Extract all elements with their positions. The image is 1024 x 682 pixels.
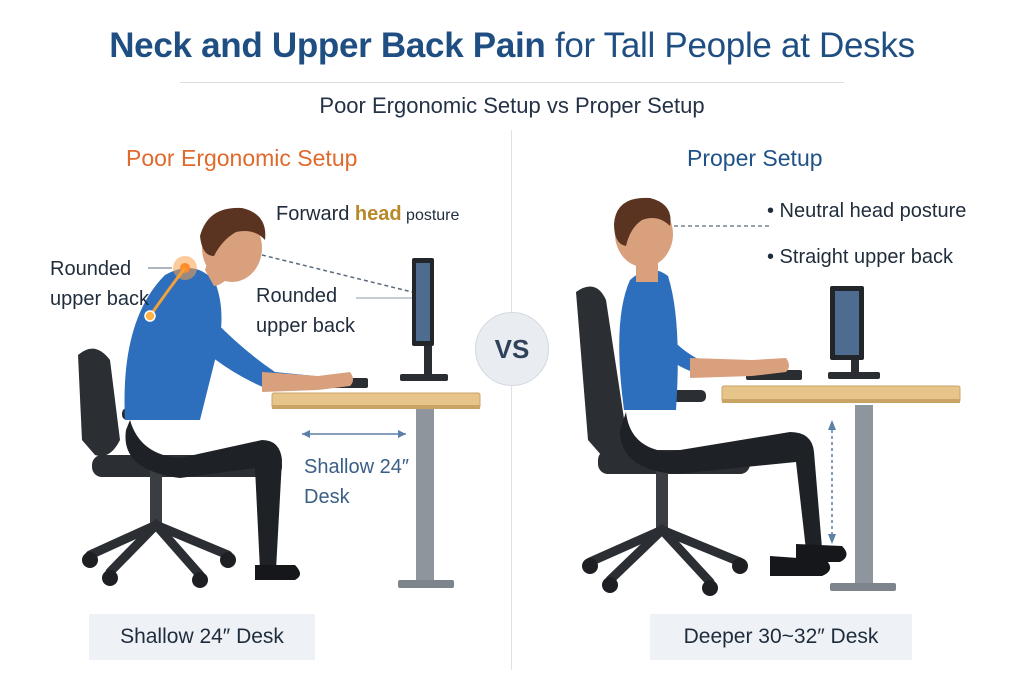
title-light-part: for Tall People at Desks (545, 26, 915, 65)
legs-right (620, 412, 847, 576)
forward-head-prefix: Forward (276, 203, 355, 225)
desk-depth-label: Shallow 24″ Desk (304, 456, 409, 508)
head-left (200, 207, 266, 286)
forward-head-highlight: head (354, 203, 402, 225)
neutral-head-bullet: • Neutral head posture (767, 200, 967, 222)
height-arrow-right (828, 420, 836, 544)
chair-left (78, 348, 282, 588)
vs-badge: VS (475, 312, 549, 386)
monitor-right (828, 286, 880, 379)
subtitle: Poor Ergonomic Setup vs Proper Setup (319, 93, 705, 118)
deep-desk (721, 385, 961, 591)
shallow-desk (271, 392, 481, 588)
title-bold-part: Neck and Upper Back Pain (109, 26, 546, 65)
monitor-left (400, 258, 448, 381)
poor-setup-title: Poor Ergonomic Setup (126, 145, 358, 171)
straight-back-bullet: • Straight upper back (767, 246, 953, 268)
desk-depth-arrow-left (302, 430, 406, 438)
head-right (614, 197, 673, 282)
legs-left (125, 420, 300, 580)
proper-setup-scene (576, 197, 961, 596)
rounded-upper-back-center-label: Rounded upper back (256, 285, 355, 337)
forward-head-label: Forward head posture (276, 199, 459, 231)
title-divider (180, 82, 844, 83)
poor-setup-caption: Shallow 24″ Desk (89, 614, 315, 660)
panel-divider (511, 130, 512, 670)
torso-right (619, 269, 678, 410)
proper-setup-caption: Deeper 30~32″ Desk (650, 614, 912, 660)
forward-head-suffix: posture (401, 207, 460, 224)
proper-setup-title: Proper Setup (687, 145, 823, 171)
rounded-upper-back-side-label: Rounded upper back (50, 258, 149, 310)
poor-setup-scene (78, 207, 481, 588)
page-title: Neck and Upper Back Pain for Tall People… (0, 26, 1024, 66)
